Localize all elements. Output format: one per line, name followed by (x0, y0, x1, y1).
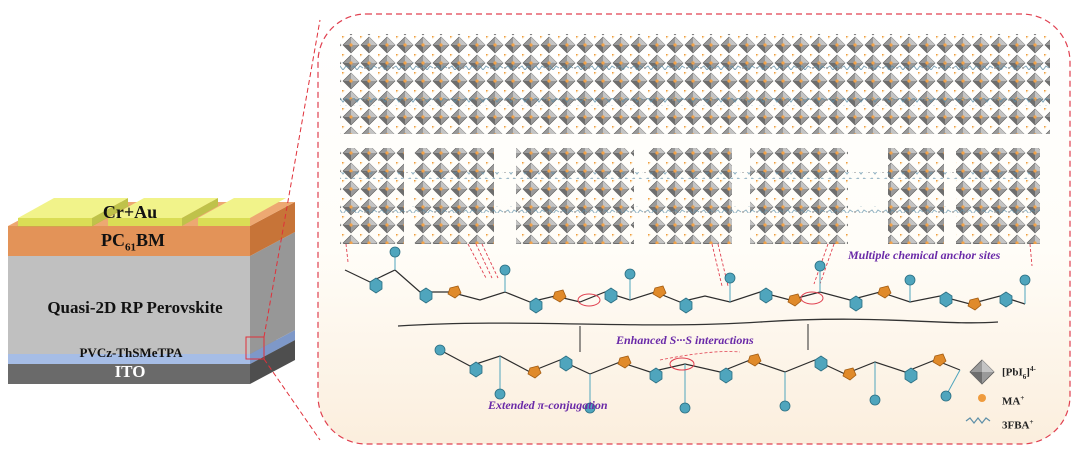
legend-pbi-sup: 4- (1029, 365, 1036, 373)
htl-layer-side (250, 330, 295, 364)
legend-fba-base: 3FBA (1002, 419, 1030, 432)
substrate-line (397, 318, 999, 327)
zoom-line-bottom (263, 358, 321, 441)
ito-layer-side (250, 340, 295, 384)
perovskite-label: Quasi-2D RP Perovskite (47, 298, 223, 317)
etl-label-suffix: BM (136, 230, 165, 250)
polymer-upper (344, 246, 1031, 314)
ss-interaction-annotation: Enhanced S···S interactions (616, 333, 754, 347)
polymer-lower (434, 324, 961, 414)
legend-octahedron-label: [PbI6]4- (1002, 365, 1036, 381)
zoom-line-top (263, 19, 321, 338)
etl-label-sub: 61 (125, 241, 136, 254)
device-stack (8, 19, 321, 441)
schematic-panel (317, 13, 1071, 445)
legend-pbi-close: ] (1026, 366, 1030, 379)
electrode-strips (16, 198, 286, 227)
perovskite-columns (340, 148, 1040, 244)
pcbm-layer (8, 226, 250, 256)
perovskite-slab (340, 34, 1050, 134)
anchor-interactions (345, 243, 1033, 287)
legend-ma-label: MA+ (1002, 394, 1024, 408)
ito-label: ITO (114, 362, 146, 381)
htl-layer (8, 354, 250, 364)
spacer-row-1 (340, 62, 1050, 70)
pi-conjugation-annotation: Extended π-conjugation (488, 398, 608, 412)
perovskite-layer-side (250, 232, 295, 354)
legend-icons (965, 359, 995, 424)
legend-fba-label: 3FBA+ (1002, 418, 1034, 432)
legend-fba-sup: + (1029, 418, 1034, 426)
anchor-sites-annotation: Multiple chemical anchor sites (848, 248, 1001, 262)
octahedron-legend-icon (969, 359, 995, 385)
htl-label: PVCz-ThSMeTPA (79, 345, 183, 360)
legend-pbi-sub: 6 (1022, 372, 1027, 381)
pcbm-layer-side (250, 202, 295, 256)
perovskite-layer (8, 256, 250, 354)
spacer-row-2 (340, 98, 1050, 106)
ito-layer (8, 364, 250, 384)
legend-pbi-base: [PbI (1002, 366, 1023, 379)
etl-label: PC61BM (68, 230, 198, 254)
zoom-marker (245, 336, 265, 360)
ma-cation-legend-icon (978, 394, 986, 402)
legend-ma-base: MA (1002, 395, 1021, 408)
etl-label-prefix: PC (101, 230, 125, 250)
spacer-legend-icon (965, 417, 991, 424)
electrode-label: Cr+Au (102, 202, 158, 222)
legend-ma-sup: + (1020, 394, 1025, 402)
